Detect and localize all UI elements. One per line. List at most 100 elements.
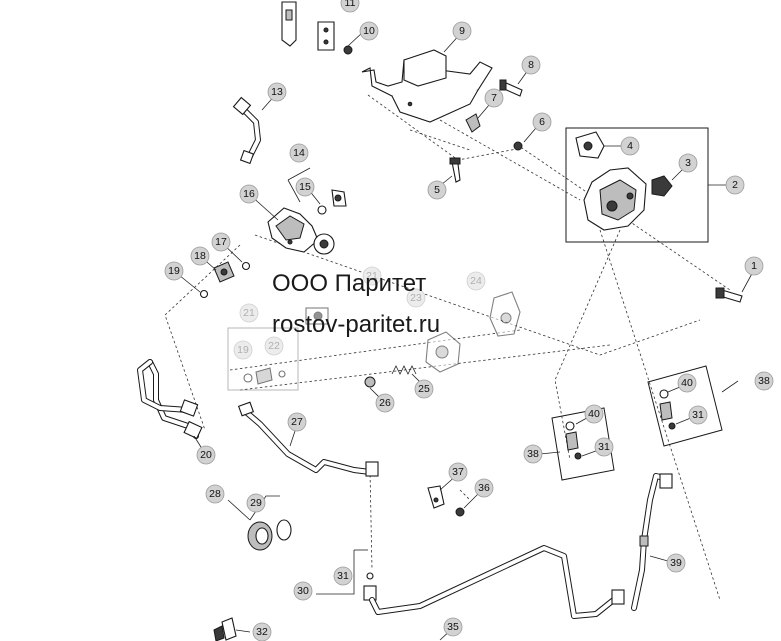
faded-box-21-drawing <box>227 327 299 391</box>
callout-circle <box>466 271 486 291</box>
spring-25-drawing <box>391 365 417 375</box>
callout-30: 30 <box>293 581 313 601</box>
callout-number: 23 <box>410 292 422 304</box>
callout-circle <box>427 180 447 200</box>
callout-31: 31 <box>594 437 614 457</box>
callout-number: 6 <box>539 116 545 128</box>
watermark-site-url: rostov-paritet.ru <box>272 311 441 338</box>
callout-number: 3 <box>685 157 691 169</box>
nut-10-drawing <box>343 45 353 55</box>
callout-number: 36 <box>478 482 490 494</box>
callout-number: 1 <box>751 260 757 272</box>
callout-circle <box>340 0 360 13</box>
callout-circle <box>233 340 253 360</box>
callout-8: 8 <box>521 55 541 75</box>
callout-9: 9 <box>452 21 472 41</box>
callout-circle <box>754 371 774 391</box>
callout-31: 31 <box>688 405 708 425</box>
callout-number: 21 <box>243 307 255 319</box>
callout-circle <box>484 88 504 108</box>
callout-circle <box>211 232 231 252</box>
callout-circle <box>246 493 266 513</box>
callout-number: 19 <box>237 344 249 356</box>
callout-circle <box>594 437 614 457</box>
callout-number: 31 <box>337 570 349 582</box>
callout-21: 21 <box>239 303 259 323</box>
callout-36: 36 <box>474 478 494 498</box>
callout-29: 29 <box>246 493 266 513</box>
callout-number: 20 <box>200 449 212 461</box>
callout-2: 2 <box>725 175 745 195</box>
callout-19: 19 <box>164 261 184 281</box>
callout-15: 15 <box>295 177 315 197</box>
callout-circle <box>678 153 698 173</box>
callout-40: 40 <box>677 373 697 393</box>
callout-number: 9 <box>459 25 465 37</box>
callout-number: 39 <box>670 557 682 569</box>
callout-number: 10 <box>363 25 375 37</box>
callout-10: 10 <box>359 21 379 41</box>
callout-circle <box>205 484 225 504</box>
callout-number: 14 <box>293 147 305 159</box>
callout-number: 40 <box>681 377 693 389</box>
callout-number: 7 <box>491 92 497 104</box>
callout-number: 19 <box>168 265 180 277</box>
callout-circle <box>452 21 472 41</box>
callout-14: 14 <box>289 143 309 163</box>
pipe-35-drawing <box>369 545 625 619</box>
mounting-bracket-9-drawing <box>361 49 493 123</box>
callout-28: 28 <box>205 484 225 504</box>
callout-circle <box>688 405 708 425</box>
callout-number: 40 <box>588 408 600 420</box>
bolt-6-drawing <box>513 141 523 151</box>
callout-25: 25 <box>414 379 434 399</box>
bolt-5-drawing <box>449 157 461 183</box>
ring-29-drawing <box>276 519 292 541</box>
callout-16: 16 <box>239 184 259 204</box>
callout-number: 32 <box>256 626 268 638</box>
callout-35: 35 <box>443 617 463 637</box>
callout-38: 38 <box>523 444 543 464</box>
callout-circle <box>521 55 541 75</box>
callout-number: 17 <box>215 236 227 248</box>
callout-circle <box>532 112 552 132</box>
callout-circle <box>293 581 313 601</box>
callout-5: 5 <box>427 180 447 200</box>
callout-circle <box>287 412 307 432</box>
callout-24: 24 <box>466 271 486 291</box>
bolt-8-drawing <box>499 79 523 97</box>
callout-number: 26 <box>379 397 391 409</box>
callout-circle <box>448 462 468 482</box>
callout-23: 23 <box>406 288 426 308</box>
seal-15-drawing <box>317 205 327 215</box>
callout-number: 21 <box>366 270 378 282</box>
callout-number: 4 <box>627 140 633 152</box>
callout-circle <box>239 184 259 204</box>
ring-17-drawing <box>241 261 251 271</box>
callout-1: 1 <box>744 256 764 276</box>
clip-7-drawing <box>465 113 481 133</box>
faded-bracket-24-drawing <box>489 291 521 337</box>
callout-number: 22 <box>268 340 280 352</box>
bracket-37-drawing <box>427 485 445 509</box>
pipe-13-drawing <box>232 96 261 165</box>
callout-labels: 1234567891011131415161718191920212122232… <box>164 0 774 641</box>
callout-27: 27 <box>287 412 307 432</box>
callout-circle <box>584 404 604 424</box>
fitting-18-drawing <box>213 261 235 283</box>
callout-20: 20 <box>196 445 216 465</box>
callout-4: 4 <box>620 136 640 156</box>
callout-number: 38 <box>758 375 770 387</box>
callout-number: 30 <box>297 585 309 597</box>
callout-circle <box>443 617 463 637</box>
callout-number: 28 <box>209 488 221 500</box>
bracket-11-drawing <box>281 1 335 51</box>
callout-circle <box>359 21 379 41</box>
callout-circle <box>264 336 284 356</box>
bolt-36-drawing <box>455 507 465 517</box>
callout-26: 26 <box>375 393 395 413</box>
callout-6: 6 <box>532 112 552 132</box>
callout-circle <box>190 246 210 266</box>
callout-circle <box>523 444 543 464</box>
callout-40: 40 <box>584 404 604 424</box>
